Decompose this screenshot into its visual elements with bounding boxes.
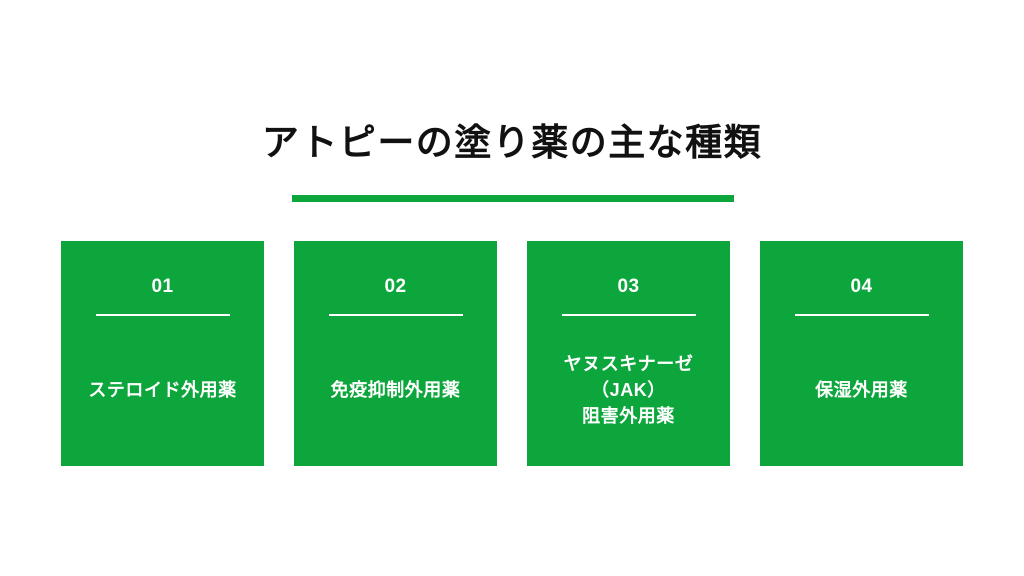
card-body: 保湿外用薬: [760, 337, 963, 442]
card-03[interactable]: 03 ヤヌスキナーゼ （JAK） 阻害外用薬: [527, 241, 730, 466]
card-body: 免疫抑制外用薬: [294, 337, 497, 442]
title-accent-rule: [292, 195, 734, 202]
card-divider: [95, 314, 230, 316]
card-divider: [794, 314, 929, 316]
card-divider: [328, 314, 463, 316]
card-label-line: 保湿外用薬: [815, 379, 908, 400]
card-body: ヤヌスキナーゼ （JAK） 阻害外用薬: [527, 337, 730, 442]
card-number: 02: [384, 276, 407, 297]
card-label-line: （JAK）: [591, 379, 666, 400]
card-number: 03: [617, 276, 640, 297]
card-label-line: 阻害外用薬: [582, 405, 675, 426]
card-label-line: ヤヌスキナーゼ: [563, 353, 694, 374]
card-row: 01 ステロイド外用薬 02 免疫抑制外用薬 03 ヤヌスキナーゼ （JAK） …: [61, 241, 963, 466]
page-title: アトピーの塗り薬の主な種類: [261, 122, 763, 163]
card-02[interactable]: 02 免疫抑制外用薬: [294, 241, 497, 466]
card-number: 01: [151, 276, 174, 297]
title-block: アトピーの塗り薬の主な種類: [0, 118, 1024, 168]
card-divider: [561, 314, 696, 316]
card-body: ステロイド外用薬: [61, 337, 264, 442]
card-number: 04: [850, 276, 873, 297]
card-label-line: ステロイド外用薬: [88, 379, 237, 400]
card-04[interactable]: 04 保湿外用薬: [760, 241, 963, 466]
card-01[interactable]: 01 ステロイド外用薬: [61, 241, 264, 466]
card-label-line: 免疫抑制外用薬: [330, 379, 461, 400]
